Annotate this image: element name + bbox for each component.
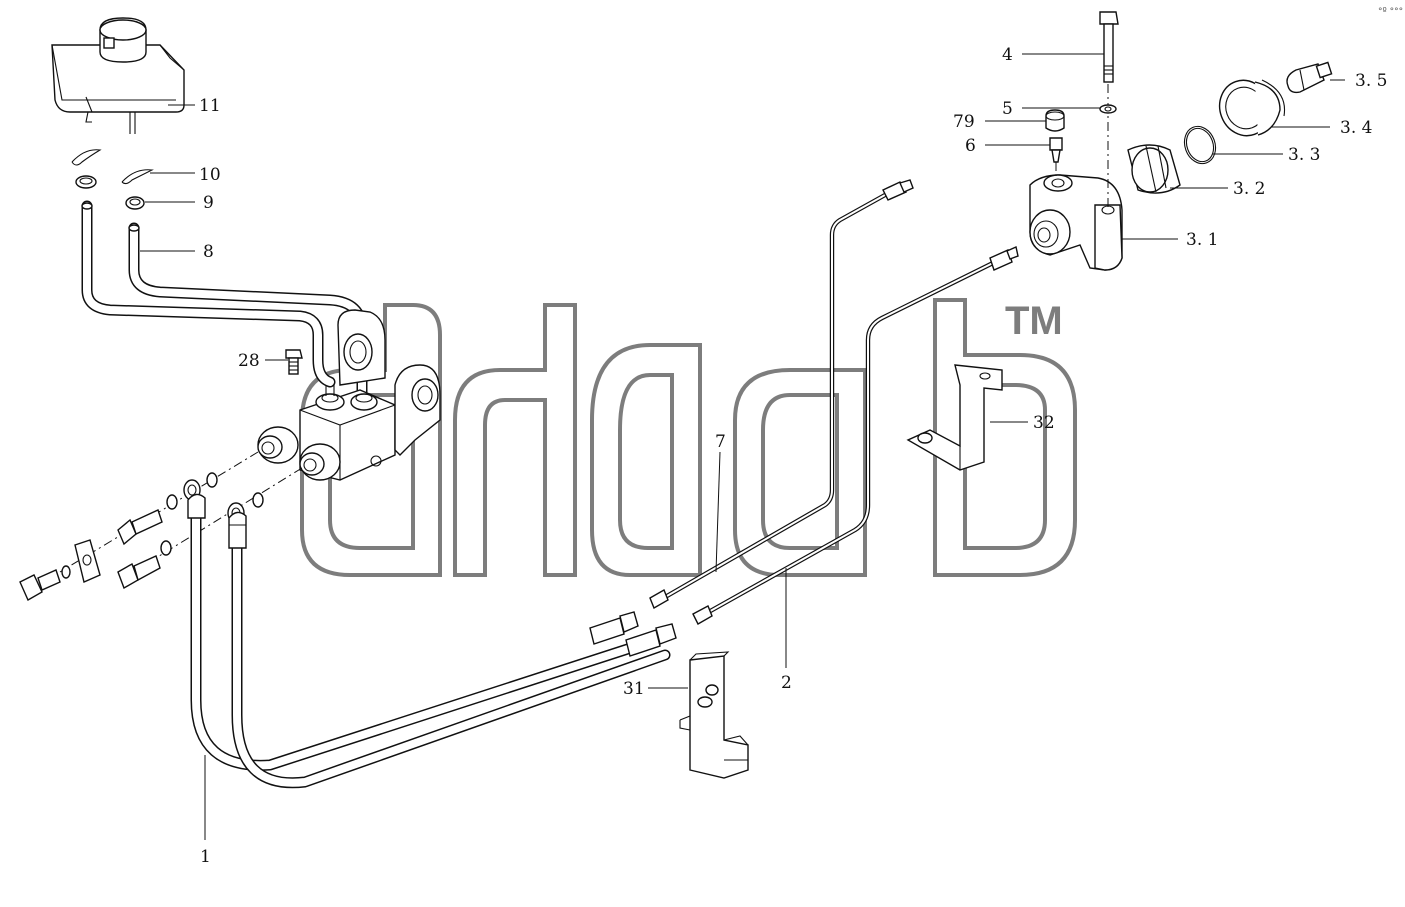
callout-2: 2 — [781, 673, 792, 693]
callout-79: 79 — [953, 112, 975, 132]
callout-3-5: 3. 5 — [1355, 71, 1387, 91]
master-cylinder-part-3-1 — [1029, 174, 1123, 271]
hose-clamp-part-10 — [71, 149, 154, 185]
trademark-symbol: TM — [1005, 299, 1063, 343]
brake-hoses-part-1 — [187, 493, 677, 789]
boot-part-3-4 — [1218, 79, 1286, 137]
callout-6: 6 — [965, 136, 976, 156]
banjo-fittings — [19, 451, 303, 601]
callout-8: 8 — [203, 242, 214, 262]
watermark-logo: TM — [300, 298, 1077, 577]
cap-part-79 — [1045, 109, 1065, 132]
o-ring-part-3-3 — [1183, 125, 1217, 165]
callout-31: 31 — [623, 679, 645, 699]
hose-clip-part-9 — [75, 175, 145, 210]
brake-pipe-part-2 — [692, 246, 1019, 625]
callout-3-1: 3. 1 — [1186, 230, 1218, 250]
bolt-part-28 — [285, 349, 303, 375]
callout-7: 7 — [715, 432, 726, 452]
bracket-part-32 — [906, 364, 1003, 471]
feed-hoses-part-8 — [81, 200, 368, 398]
callout-11: 11 — [199, 96, 221, 116]
bracket-part-31 — [679, 651, 749, 779]
valve-block — [257, 309, 441, 481]
pushrod-part-3-5 — [1286, 61, 1333, 94]
callout-5: 5 — [1002, 99, 1013, 119]
brake-pipe-part-7 — [649, 179, 914, 610]
callout-28: 28 — [238, 351, 260, 371]
callout-3-4: 3. 4 — [1340, 118, 1372, 138]
callout-3-3: 3. 3 — [1288, 145, 1320, 165]
callout-1: 1 — [200, 847, 211, 867]
bleeder-screw-part-6 — [1049, 137, 1063, 176]
reservoir-part-11 — [51, 17, 185, 134]
corner-mark: °º °°° — [1378, 7, 1403, 17]
washer-part-5 — [1099, 104, 1117, 114]
callout-4: 4 — [1002, 45, 1013, 65]
callout-32: 32 — [1033, 413, 1055, 433]
leader-lines — [140, 53, 1345, 840]
callout-labels: 11 10 9 8 28 1 2 7 31 32 4 5 79 6 3. 1 3… — [199, 45, 1387, 867]
piston-part-3-2 — [1127, 144, 1181, 194]
callout-3-2: 3. 2 — [1233, 179, 1265, 199]
callout-9: 9 — [203, 193, 214, 213]
callout-10: 10 — [199, 165, 221, 185]
